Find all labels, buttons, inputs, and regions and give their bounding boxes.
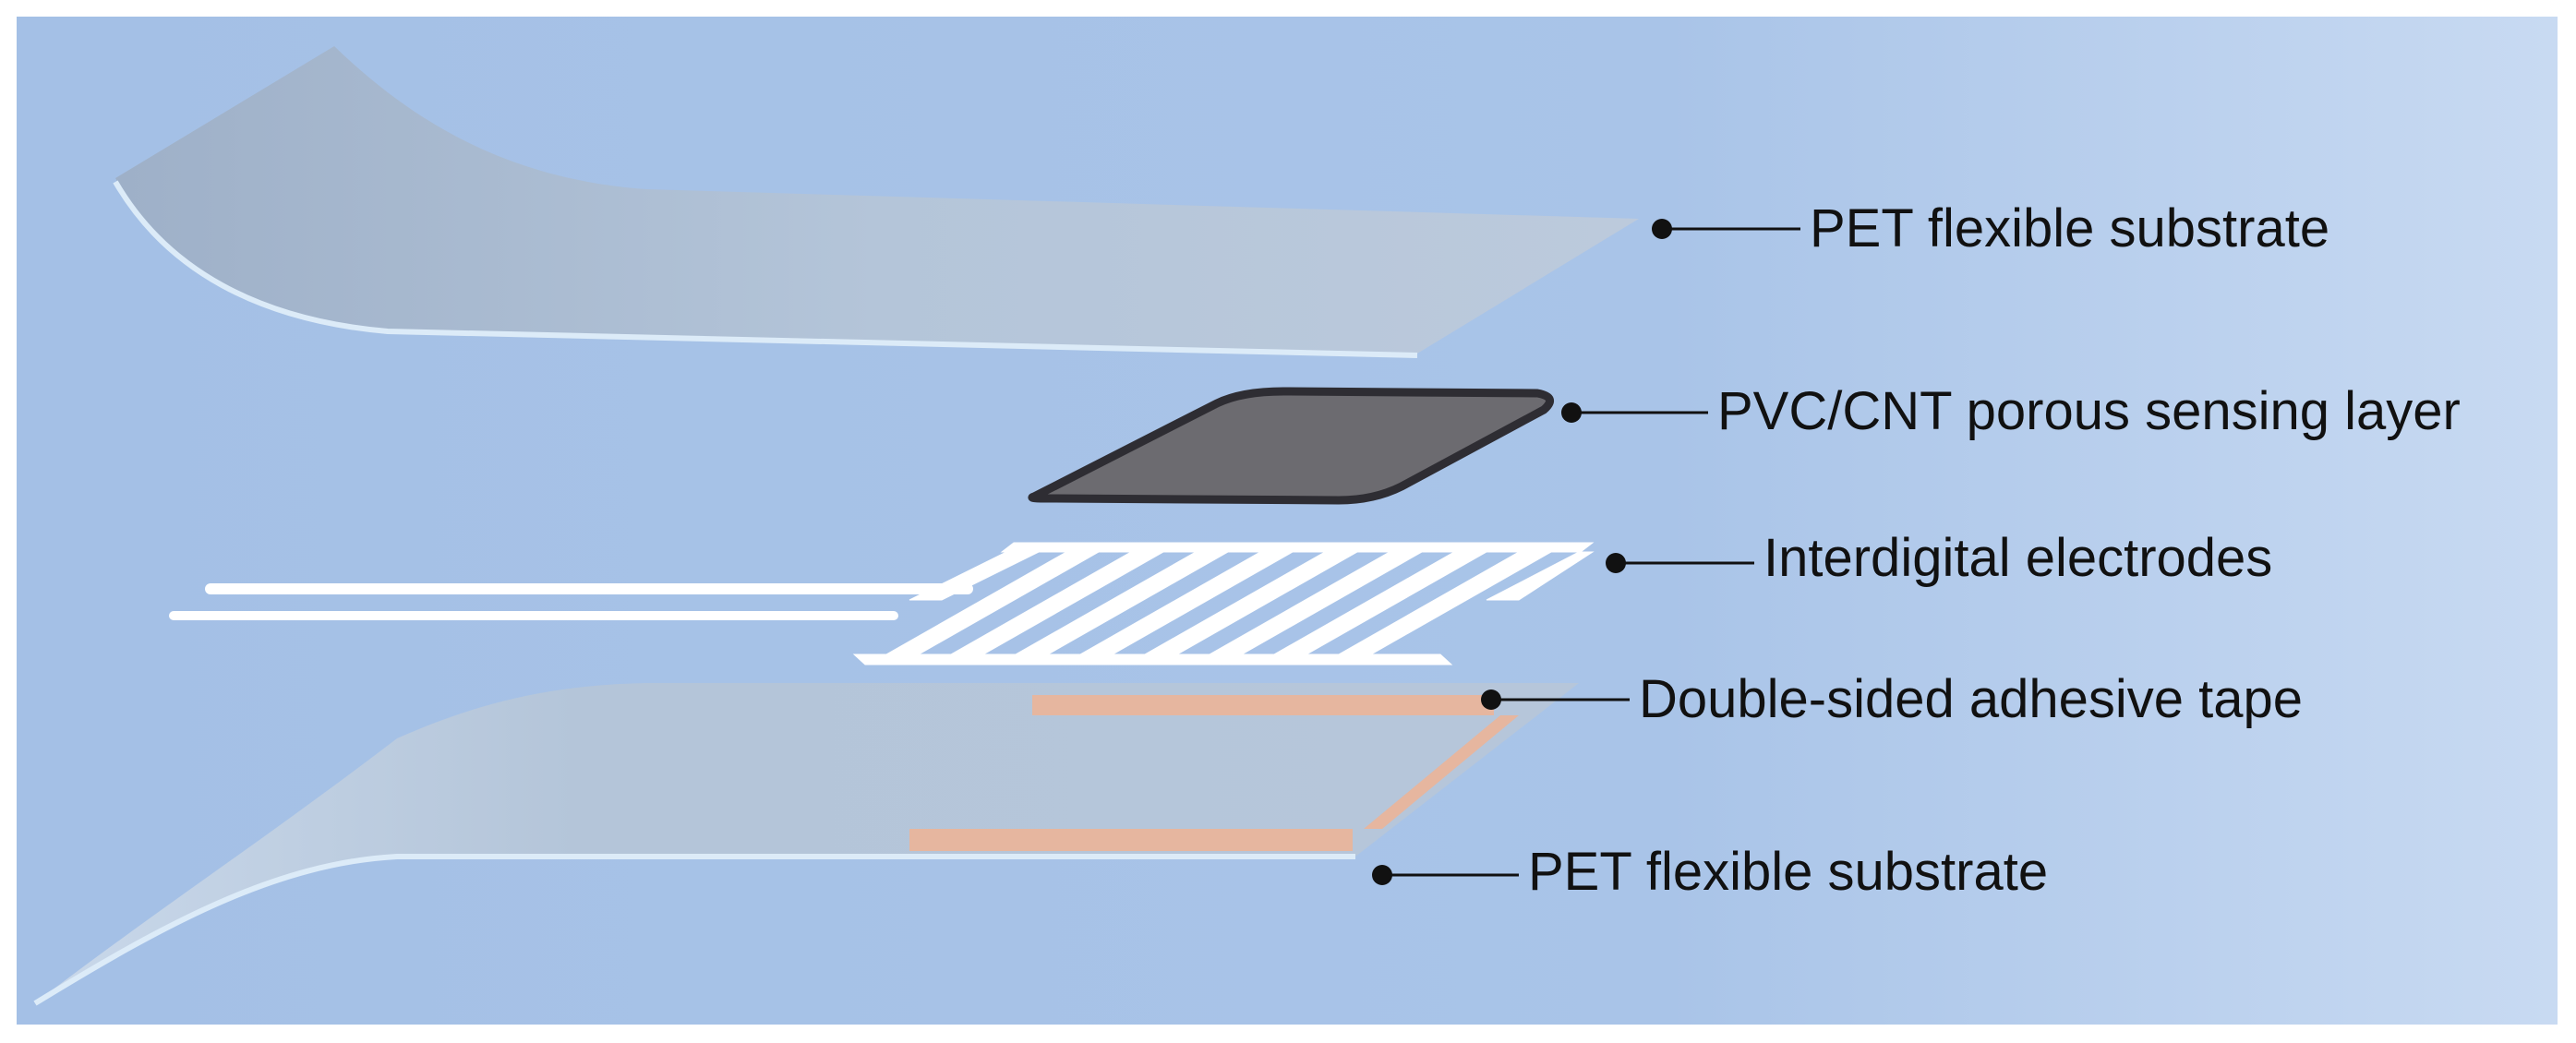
electrode-top-bus <box>1000 542 1595 553</box>
pvc-cnt-sensing-layer <box>1028 387 1554 505</box>
label-adhesive: Double-sided adhesive tape <box>1639 669 2303 729</box>
electrode-finger <box>1272 551 1488 655</box>
double-sided-adhesive-tape <box>909 695 1519 851</box>
electrode-finger <box>1143 551 1359 655</box>
callout-sensing-layer: PVC/CNT porous sensing layer <box>1561 381 2461 441</box>
electrode-bottom-bus <box>852 653 1453 665</box>
adhesive-strip-bottom <box>909 829 1353 851</box>
callout-electrodes: Interdigital electrodes <box>1606 528 2272 588</box>
bottom-pet-substrate <box>33 683 1579 1006</box>
label-bottom-substrate: PET flexible substrate <box>1528 842 2048 902</box>
electrode-finger <box>949 551 1165 655</box>
adhesive-strip-diagonal <box>1364 715 1519 829</box>
callout-bottom-substrate: PET flexible substrate <box>1372 842 2048 902</box>
interdigital-electrodes <box>169 542 1595 665</box>
electrode-finger <box>1078 551 1294 655</box>
callout-adhesive: Double-sided adhesive tape <box>1481 669 2303 729</box>
top-pet-substrate <box>113 46 1639 358</box>
label-top-substrate: PET flexible substrate <box>1810 198 2329 258</box>
adhesive-strip-top <box>1032 695 1494 715</box>
label-sensing-layer: PVC/CNT porous sensing layer <box>1717 381 2461 441</box>
electrode-finger <box>909 551 1040 601</box>
electrode-finger <box>1486 551 1595 601</box>
label-electrodes: Interdigital electrodes <box>1763 528 2272 588</box>
electrode-finger <box>885 551 1101 655</box>
electrode-finger <box>1014 551 1230 655</box>
electrode-finger <box>1337 551 1553 655</box>
electrode-finger <box>1208 551 1424 655</box>
callout-top-substrate: PET flexible substrate <box>1652 198 2329 258</box>
